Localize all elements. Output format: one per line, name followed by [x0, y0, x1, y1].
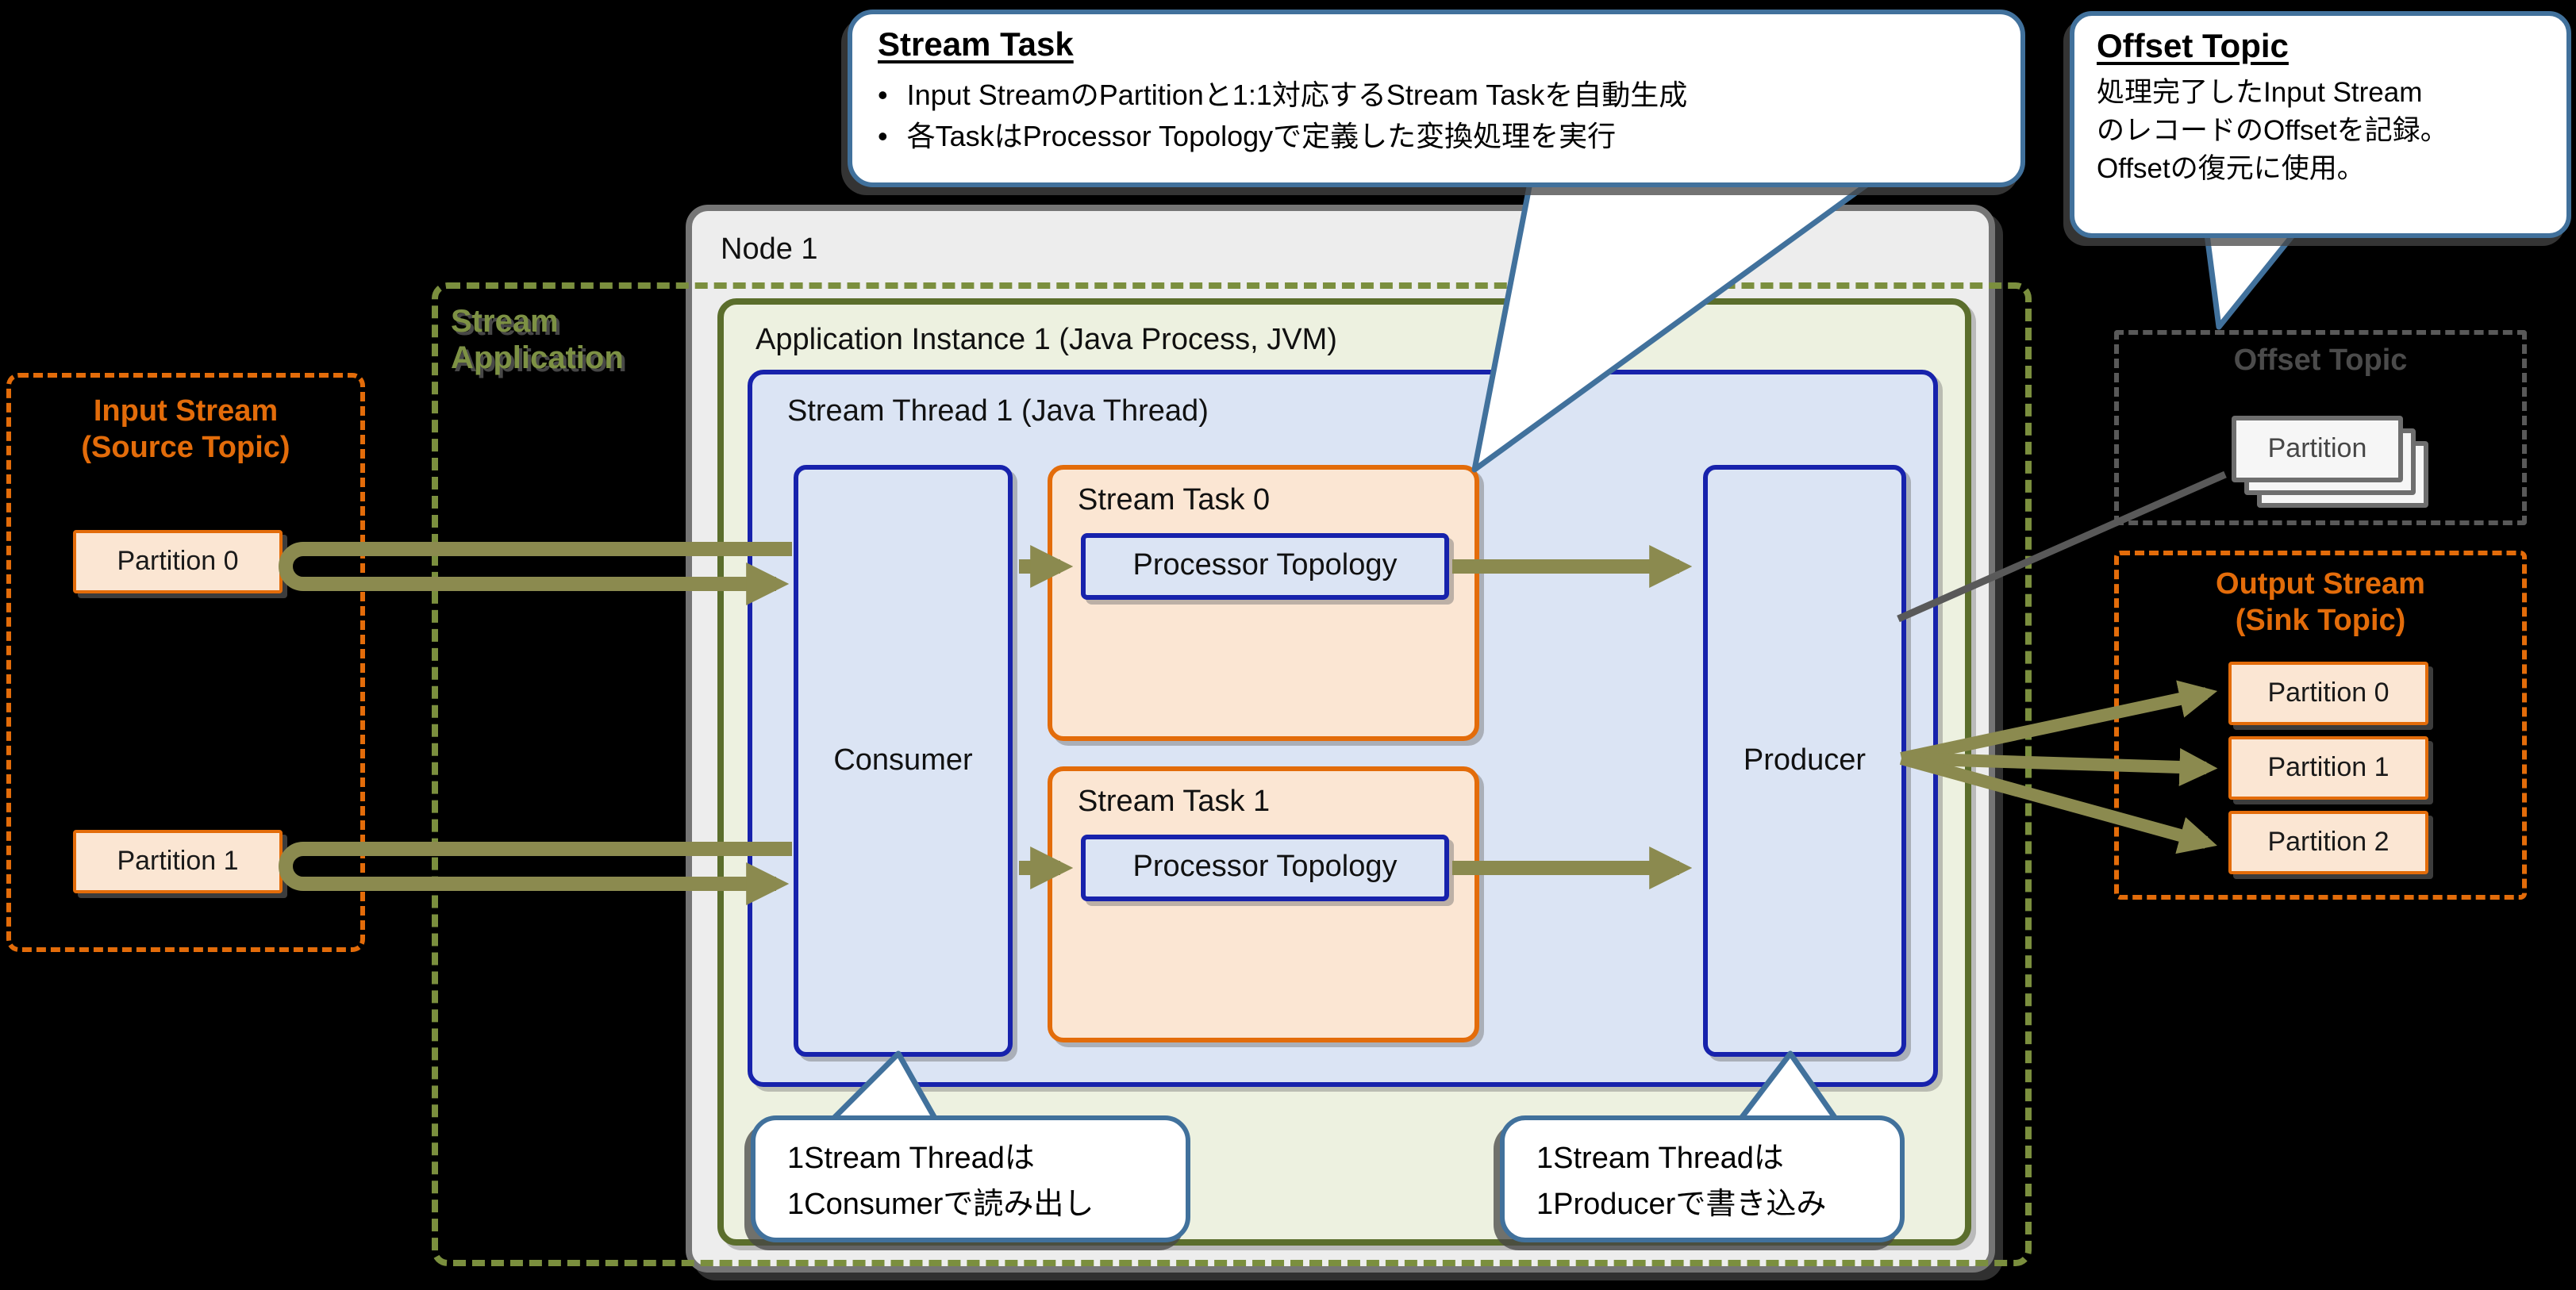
stream-task-callout-bullet-1: Input StreamのPartitionと1:1対応するStream Tas… — [906, 79, 1688, 111]
processor-topology-1-box: Processor Topology — [1081, 835, 1449, 901]
producer-label: Producer — [1743, 743, 1867, 777]
consumer-note-line-2: 1Consumerで読み出し — [787, 1188, 1094, 1223]
stream-application-label-line1: Stream — [451, 305, 559, 340]
input-partition-1: Partition 1 — [73, 830, 283, 893]
input-stream-title: Input Stream (Source Topic) — [11, 394, 360, 467]
producer-note-line-1: 1Stream Threadは — [1536, 1142, 1784, 1176]
output-partition-2: Partition 2 — [2228, 811, 2428, 874]
offset-topic-title: Offset Topic — [2233, 344, 2408, 378]
stream-task-callout-bullet-2: 各TaskはProcessor Topologyで定義した変換処理を実行 — [906, 121, 1617, 153]
producer-note-line-2: 1Producerで書き込み — [1536, 1188, 1827, 1223]
producer-note-callout: 1Stream Threadは 1Producerで書き込み — [1500, 1115, 1905, 1242]
stream-task-0-box: Stream Task 0 — [1048, 465, 1479, 741]
stream-application-label: Stream Application — [451, 305, 624, 378]
consumer-box: Consumer — [794, 465, 1013, 1057]
input-stream-title-line1: Input Stream — [93, 395, 279, 428]
offset-partition-card: Partition — [2232, 416, 2403, 482]
output-partition-0: Partition 0 — [2228, 662, 2428, 725]
stream-task-1-box: Stream Task 1 — [1048, 766, 1479, 1042]
offset-topic-callout-title: Offset Topic — [2097, 29, 2289, 65]
offset-topic-box: Offset Topic — [2114, 330, 2527, 525]
consumer-note-line-1: 1Stream Threadは — [787, 1142, 1035, 1176]
consumer-note-callout: 1Stream Threadは 1Consumerで読み出し — [751, 1115, 1190, 1242]
offset-topic-callout: Offset Topic 処理完了したInput Stream のレコードのOf… — [2070, 11, 2571, 238]
bullet-icon: • — [878, 79, 888, 111]
input-partition-0: Partition 0 — [73, 530, 283, 593]
offset-topic-callout-tail — [2203, 225, 2301, 330]
processor-topology-0-box: Processor Topology — [1081, 533, 1449, 600]
offset-topic-callout-line-2: のレコードのOffsetを記録。 — [2097, 114, 2448, 147]
processor-topology-0-label: Processor Topology — [1132, 549, 1398, 582]
processor-topology-1-label: Processor Topology — [1132, 850, 1398, 884]
output-stream-title: Output Stream (Sink Topic) — [2119, 566, 2522, 640]
stream-thread-label: Stream Thread 1 (Java Thread) — [787, 395, 1209, 428]
consumer-label: Consumer — [833, 743, 973, 777]
producer-box: Producer — [1703, 465, 1906, 1057]
stream-task-callout: Stream Task • Input StreamのPartitionと1:1… — [848, 10, 2025, 187]
node-label: Node 1 — [721, 233, 818, 267]
offset-topic-callout-line-1: 処理完了したInput Stream — [2097, 76, 2423, 108]
bullet-icon: • — [878, 121, 888, 153]
stream-task-0-label: Stream Task 0 — [1078, 484, 1271, 517]
offset-topic-callout-line-3: Offsetの復元に使用。 — [2097, 152, 2365, 185]
output-stream-title-line1: Output Stream — [2216, 568, 2425, 601]
input-stream-box: Input Stream (Source Topic) — [6, 373, 365, 952]
stream-task-1-label: Stream Task 1 — [1078, 785, 1271, 819]
output-stream-title-line2: (Sink Topic) — [2235, 605, 2406, 639]
output-partition-1: Partition 1 — [2228, 736, 2428, 800]
application-instance-label: Application Instance 1 (Java Process, JV… — [755, 324, 1337, 357]
stream-application-label-line2: Application — [451, 341, 624, 376]
stream-task-callout-title: Stream Task — [878, 27, 1074, 63]
input-stream-title-line2: (Source Topic) — [81, 432, 290, 466]
